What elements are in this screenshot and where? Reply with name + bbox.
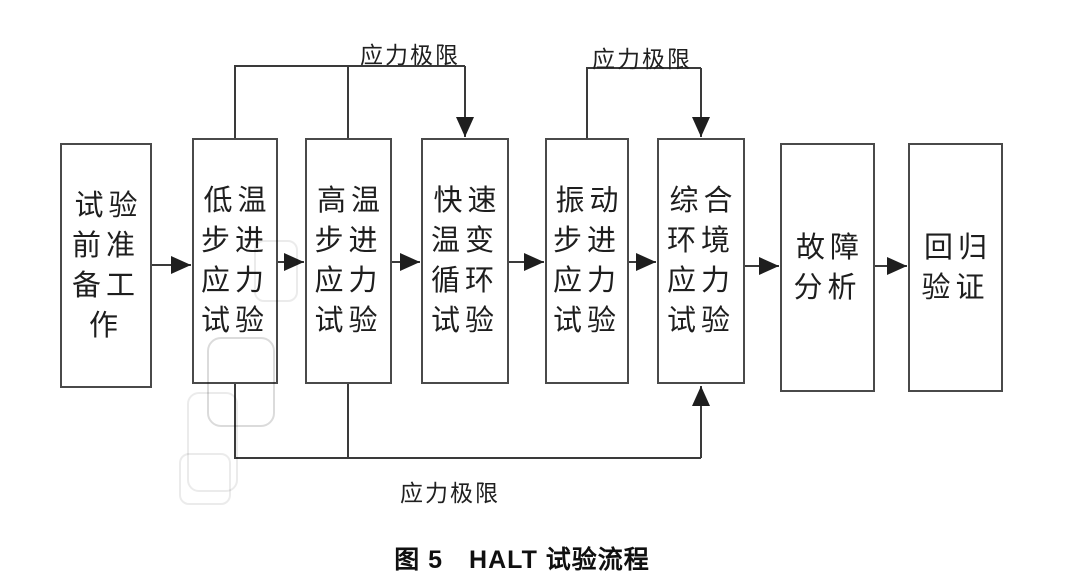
flow-box-regression-verification: 回归 验证 — [908, 143, 1003, 392]
flow-box-vibration-label: 振动 步进 应力 试验 — [552, 185, 624, 337]
connector-stress-bottom — [234, 383, 701, 459]
flow-box-high-temp-step-stress: 高温 步进 应力 试验 — [305, 138, 392, 384]
stress-limit-label-top-left: 应力极限 — [360, 43, 460, 68]
flow-box-preparation-label: 试验 前准 备工 作 — [71, 189, 143, 342]
flow-box-regression-label: 回归 验证 — [921, 231, 992, 304]
flow-box-preparation: 试验 前准 备工 作 — [60, 143, 152, 388]
stress-limit-label-bottom: 应力极限 — [400, 481, 500, 506]
flow-box-rapid-temp-cycle-label: 快速 温变 循环 试验 — [430, 185, 502, 337]
flow-box-high-temp-label: 高温 步进 应力 试验 — [314, 185, 385, 337]
flow-box-failure-analysis-label: 故障 分析 — [793, 231, 864, 304]
figure-caption: 图 5 HALT 试验流程 — [394, 546, 650, 574]
flow-box-rapid-temp-cycle: 快速 温变 循环 试验 — [421, 138, 509, 384]
flow-box-combined-env-label: 综合 环境 应力 试验 — [666, 185, 738, 337]
flow-box-low-temp-label: 低温 步进 应力 试验 — [200, 185, 272, 337]
stress-limit-label-top-right: 应力极限 — [592, 47, 692, 72]
flow-box-combined-env-stress: 综合 环境 应力 试验 — [657, 138, 745, 384]
flow-box-failure-analysis: 故障 分析 — [780, 143, 875, 392]
connector-stress-top-right — [586, 67, 701, 139]
connector-stress-top-left — [234, 65, 465, 139]
flow-box-low-temp-step-stress: 低温 步进 应力 试验 — [192, 138, 278, 384]
flow-box-vibration-step-stress: 振动 步进 应力 试验 — [545, 138, 629, 384]
